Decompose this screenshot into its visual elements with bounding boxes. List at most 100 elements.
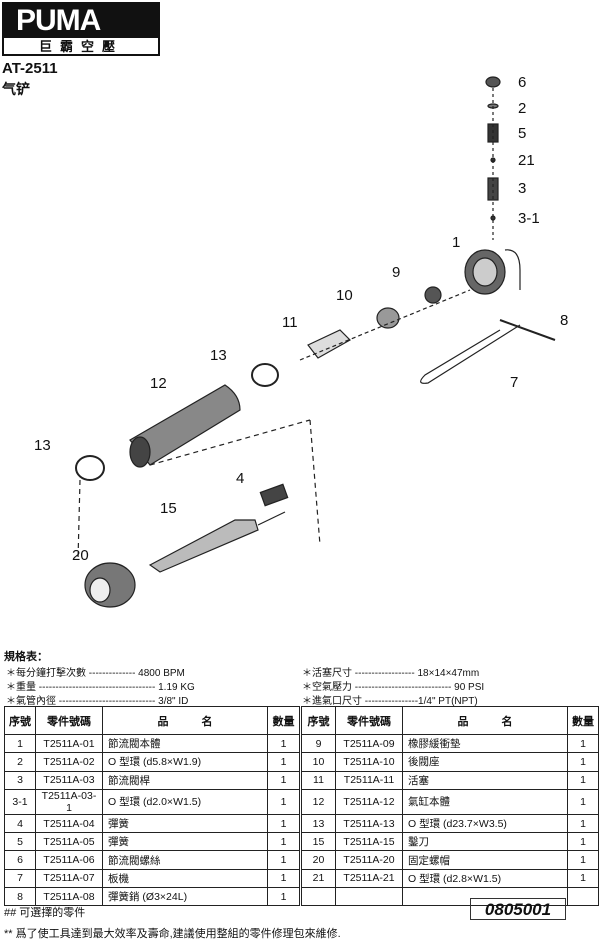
exploded-parts-diagram [75,76,556,608]
cell-name: O 型環 (d2.8×W1.5) [402,868,568,889]
cell-name: 固定螺帽 [402,850,568,870]
cell-name: 彈簧銷 (Ø3×24L) [102,887,268,907]
cell-part-number: T2511A-03-1 [35,788,103,815]
cell-no: 13 [299,813,336,834]
callout-7: 7 [510,374,519,391]
callout-20: 20 [72,547,89,564]
cell-part-number: T2511A-21 [335,868,403,889]
cell-qty: 1 [267,770,301,790]
callout-13-lower: 13 [34,437,51,454]
spec-inlet: ＊進氣口尺寸 ----------------1/4" PT(NPT) [302,696,478,707]
spec-weight: ＊重量 ----------------------------------- … [6,682,195,693]
header-part-number: 零件號碼 [335,706,403,735]
cell-qty: 1 [567,832,599,852]
cell-qty: 1 [267,850,301,870]
part-6 [485,76,501,88]
cell-part-number: T2511A-02 [35,752,103,772]
callout-6: 6 [518,74,527,91]
cell-no: 12 [299,788,336,815]
puma-logo: PUMA 巨霸空壓 [2,2,160,56]
part-13b [75,455,105,481]
cell-part-number: T2511A-15 [335,832,403,852]
repair-kit-note: ** 爲了使工具達到最大效率及壽命,建議使用整組的零件修理包來維修. [4,928,341,940]
cell-part-number: T2511A-04 [35,813,103,834]
part-13a [251,363,279,387]
cell-qty: 1 [567,813,599,834]
header-part-number: 零件號碼 [35,706,103,735]
part-12 [129,384,241,466]
cell-name: 板機 [102,868,268,889]
part-4 [259,483,289,507]
spec-pressure: ＊空氣壓力 ----------------------------- 90 P… [302,682,485,693]
logo-brand: PUMA [4,4,158,38]
cell-name: 節流閥螺絲 [102,850,268,870]
cell-qty: 1 [267,868,301,889]
part-7 [420,324,521,384]
callout-9: 9 [392,264,401,281]
cell-no [299,887,336,907]
cell-no: 20 [299,850,336,870]
cell-name: O 型環 (d23.7×W3.5) [402,813,568,834]
callout-2: 2 [518,100,527,117]
product-name: 气铲 [2,81,30,97]
cell-qty: 1 [567,868,599,889]
cell-part-number: T2511A-09 [335,733,403,754]
cell-no: 4 [4,813,36,834]
part-9 [424,286,442,304]
cell-part-number: T2511A-12 [335,788,403,815]
callout-4: 4 [236,470,245,487]
optional-parts-note: ## 可選擇的零件 [4,907,86,919]
cell-name: 彈簧 [102,832,268,852]
cell-no: 10 [299,752,336,772]
cell-qty: 1 [567,752,599,772]
cell-qty: 1 [267,752,301,772]
cell-part-number: T2511A-06 [35,850,103,870]
header-name: 品 名 [102,706,268,735]
cell-part-number [335,887,403,907]
callout-3-1: 3-1 [518,210,540,227]
cell-no: 1 [4,733,36,754]
cell-part-number: T2511A-20 [335,850,403,870]
cell-part-number: T2511A-01 [35,733,103,754]
cell-name: O 型環 (d5.8×W1.9) [102,752,268,772]
callout-13: 13 [210,347,227,364]
header-qty: 數量 [267,706,301,735]
cell-no: 11 [299,770,336,790]
cell-no: 2 [4,752,36,772]
cell-no: 5 [4,832,36,852]
cell-no: 15 [299,832,336,852]
callout-1: 1 [452,234,461,251]
spec-title: 規格表： [4,651,48,663]
cell-qty: 1 [267,733,301,754]
part-15 [148,519,259,573]
cell-name: 節流閥本體 [102,733,268,754]
cell-qty: 1 [567,770,599,790]
cell-no: 9 [299,733,336,754]
model-number: AT-2511 [2,60,58,77]
cell-no: 3-1 [4,788,36,815]
cell-name: 氣缸本體 [402,788,568,815]
spec-hose: ＊氣管內徑 ----------------------------- 3/8"… [6,696,189,707]
cell-name: 橡膠緩衝墊 [402,733,568,754]
header-name: 品 名 [402,706,568,735]
header-qty: 數量 [567,706,599,735]
cell-no: 7 [4,868,36,889]
cell-qty: 1 [567,850,599,870]
cell-qty: 1 [267,832,301,852]
logo-subtitle: 巨霸空壓 [38,39,123,54]
cell-part-number: T2511A-11 [335,770,403,790]
callout-15: 15 [160,500,177,517]
cell-qty: 1 [567,733,599,754]
cell-part-number: T2511A-10 [335,752,403,772]
cell-name: 活塞 [402,770,568,790]
cell-part-number: T2511A-05 [35,832,103,852]
cell-part-number: T2511A-03 [35,770,103,790]
